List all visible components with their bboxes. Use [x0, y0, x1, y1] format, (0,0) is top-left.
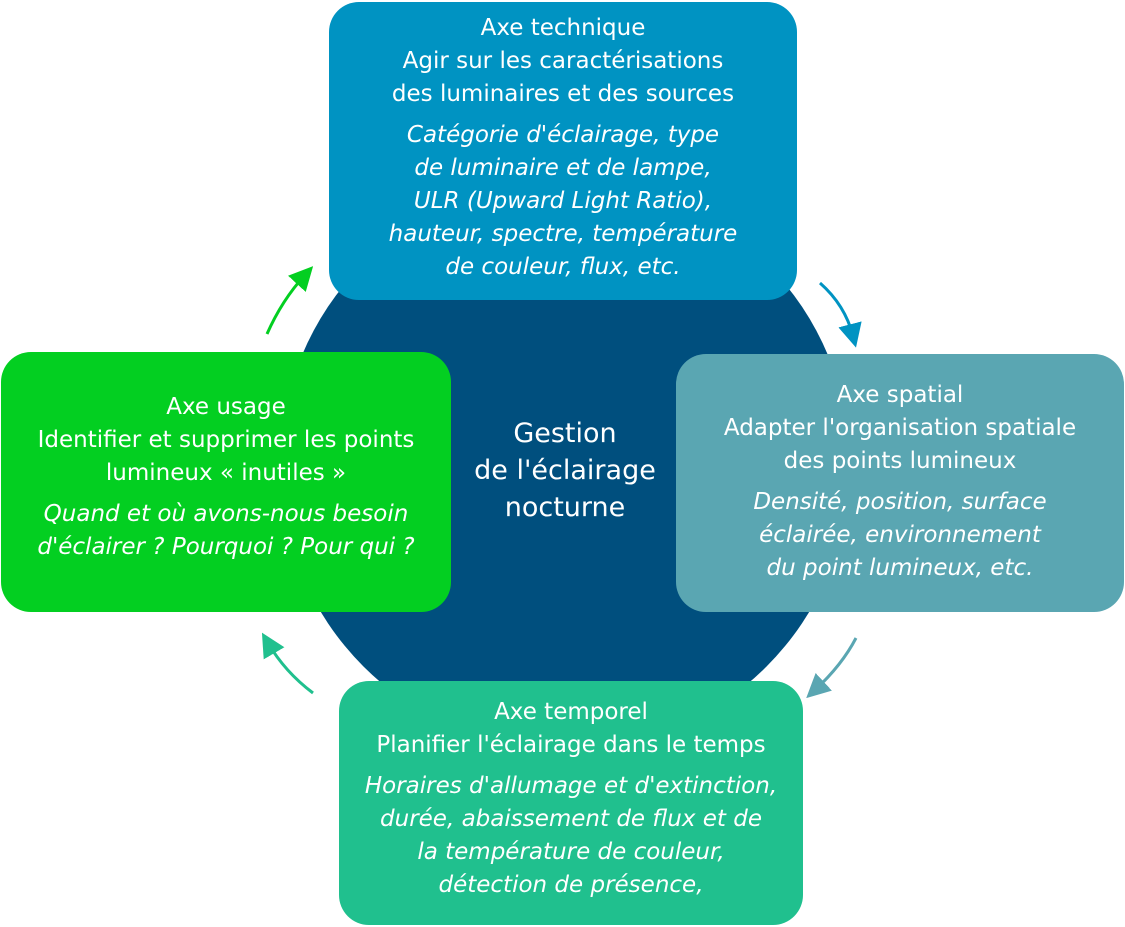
detail-line: durée, abaissement de flux et de [380, 806, 762, 832]
center-line: de l'éclairage [474, 455, 656, 486]
detail-line: Quand et où avons-nous besoin [43, 501, 409, 527]
axe-temporel-box: Axe temporel Planifier l'éclairage dans … [339, 681, 803, 925]
detail-line: du point lumineux, etc. [766, 555, 1034, 581]
axe-temporel-detail: Horaires d'allumage et d'extinction, dur… [339, 770, 803, 902]
title-line: Agir sur les caractérisations [402, 48, 724, 74]
title-line: Axe usage [166, 394, 286, 420]
axe-technique-detail: Catégorie d'éclairage, type de luminaire… [329, 119, 797, 284]
axe-spatial-detail: Densité, position, surface éclairée, env… [676, 486, 1124, 585]
detail-line: Horaires d'allumage et d'extinction, [364, 773, 778, 799]
axe-technique-box: Axe technique Agir sur les caractérisati… [329, 2, 797, 300]
detail-line: de couleur, flux, etc. [445, 254, 681, 280]
center-line: nocturne [504, 492, 626, 523]
center-line: Gestion [513, 418, 617, 449]
axe-spatial-box: Axe spatial Adapter l'organisation spati… [676, 354, 1124, 612]
title-line: Axe temporel [494, 699, 648, 725]
title-line: Adapter l'organisation spatiale [723, 415, 1077, 441]
arrow-technique-to-spatial [819, 281, 862, 348]
center-label: Gestion de l'éclairage nocturne [445, 415, 685, 526]
axe-technique-title: Axe technique Agir sur les caractérisati… [329, 12, 797, 111]
detail-line: la température de couleur, [417, 839, 725, 865]
title-line: des points lumineux [783, 448, 1017, 474]
axe-usage-title: Axe usage Identifier et supprimer les po… [1, 391, 451, 490]
axe-usage-box: Axe usage Identifier et supprimer les po… [1, 352, 451, 612]
arrow-usage-to-technique [265, 266, 314, 335]
title-line: Axe spatial [836, 382, 964, 408]
arrow-spatial-to-temporel [806, 637, 858, 699]
title-line: lumineux « inutiles » [105, 460, 347, 486]
axe-spatial-title: Axe spatial Adapter l'organisation spati… [676, 379, 1124, 478]
title-line: Axe technique [480, 15, 646, 41]
detail-line: Densité, position, surface [753, 489, 1047, 515]
detail-line: d'éclairer ? Pourquoi ? Pour qui ? [37, 534, 415, 560]
detail-line: de luminaire et de lampe, [414, 155, 712, 181]
title-line: des luminaires et des sources [391, 81, 735, 107]
title-line: Identifier et supprimer les points [37, 427, 415, 453]
axe-temporel-title: Axe temporel Planifier l'éclairage dans … [339, 696, 803, 762]
detail-line: ULR (Upward Light Ratio), [413, 188, 713, 214]
arrow-temporel-to-usage [261, 632, 314, 695]
detail-line: éclairée, environnement [759, 522, 1041, 548]
axe-usage-detail: Quand et où avons-nous besoin d'éclairer… [1, 498, 451, 564]
detail-line: hauteur, spectre, température [388, 221, 738, 247]
detail-line: détection de présence, [438, 872, 704, 898]
detail-line: Catégorie d'éclairage, type [406, 122, 720, 148]
title-line: Planifier l'éclairage dans le temps [376, 732, 766, 758]
